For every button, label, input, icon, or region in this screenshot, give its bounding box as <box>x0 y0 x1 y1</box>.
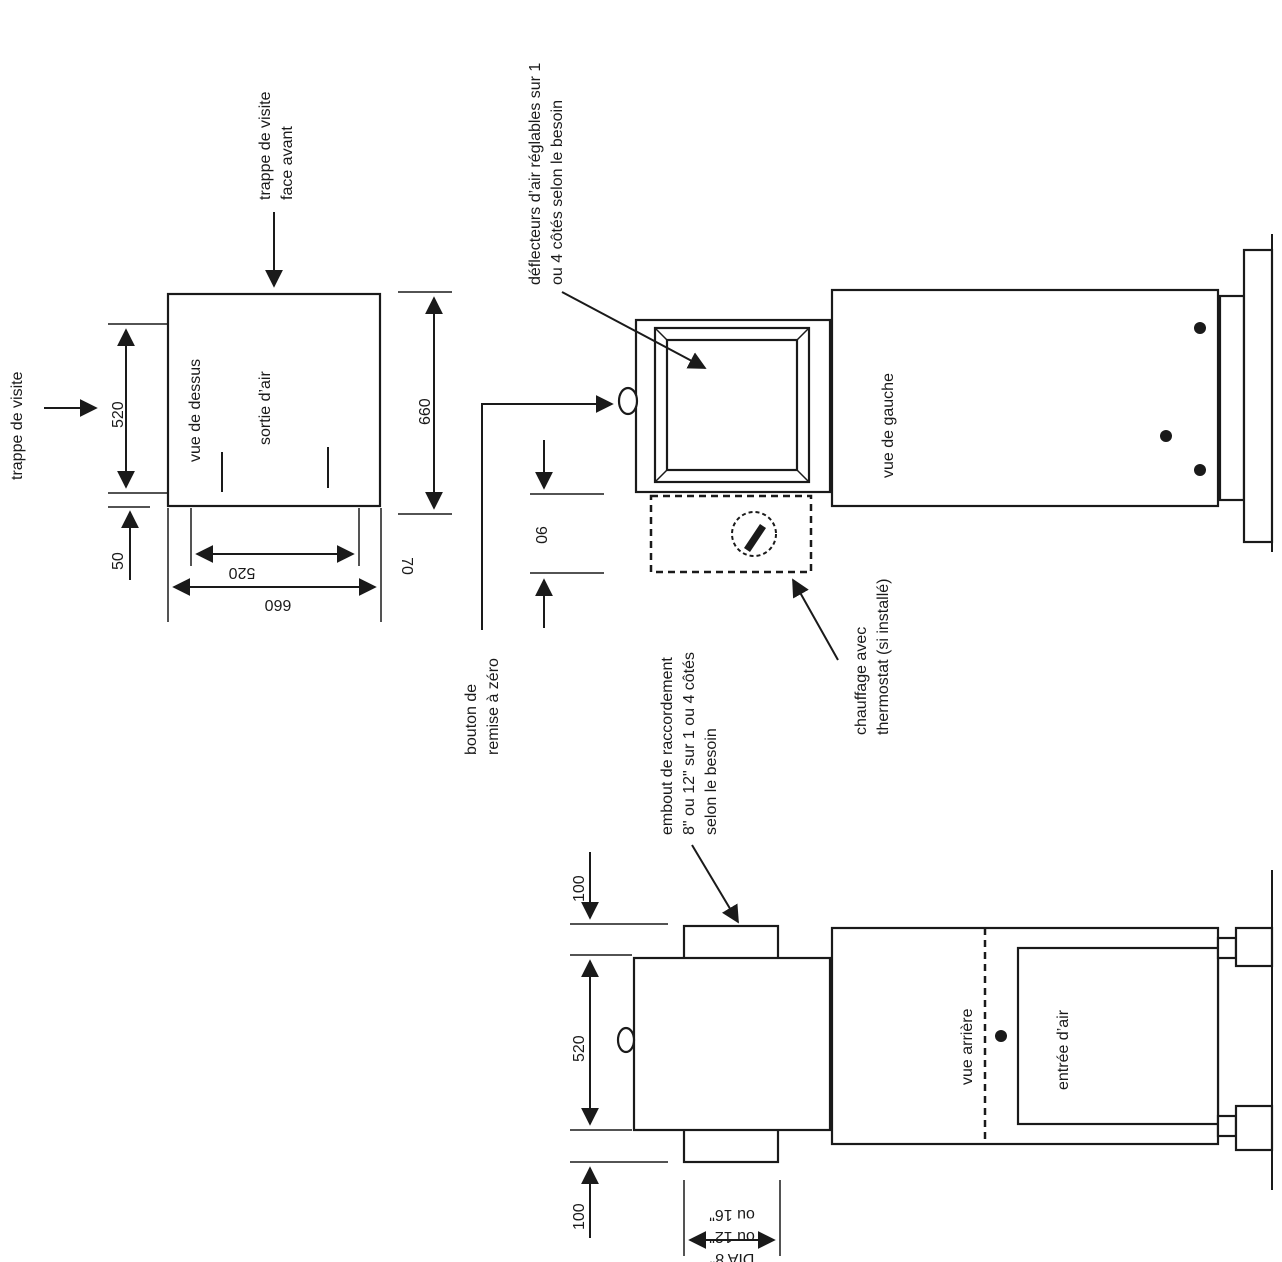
air-inlet-panel <box>1016 946 1220 1126</box>
spigot-label-2: 8" ou 12" sur 1 ou 4 côtés <box>681 652 698 835</box>
reset-label-2: remise à zéro <box>485 658 502 755</box>
dia-label-3: ou 16" <box>709 1206 755 1223</box>
rear-foot-top <box>1234 926 1274 968</box>
left-view-body <box>830 288 1220 508</box>
spigot-bottom <box>682 1126 780 1164</box>
air-outlet-label: sortie d’air <box>257 371 274 445</box>
rear-foot-bottom-small <box>1216 1114 1238 1138</box>
deflector-label-1: déflecteurs d’air réglables sur 1 <box>527 63 544 285</box>
rear-view-head <box>632 956 832 1132</box>
thermostat-dial <box>731 511 777 557</box>
heater-label-2: thermostat (si installé) <box>875 579 892 736</box>
spigot-leader <box>691 844 739 924</box>
dim-660: 660 <box>417 398 434 425</box>
reset-leader <box>481 395 614 630</box>
bevel <box>654 327 668 341</box>
top-view-body <box>166 292 382 508</box>
thermostat-icon <box>744 524 766 552</box>
bevel <box>796 469 810 483</box>
spigot-label-3: selon le besoin <box>703 728 720 835</box>
rear-bolt <box>995 1030 1007 1042</box>
dia-label-2: ou 12" <box>709 1228 755 1245</box>
left-view-plinth <box>1218 294 1246 502</box>
reset-button-knob <box>617 386 639 416</box>
dim-outer-660: 660 <box>265 596 292 613</box>
reset-label-1: bouton de <box>463 684 480 755</box>
air-inlet-label: entrée d’air <box>1055 1009 1072 1090</box>
top-view: vue de dessus sortie d’air trappe de vis… <box>9 91 452 622</box>
fixing-bolt <box>1160 430 1172 442</box>
rear-foot-top-small <box>1216 936 1238 960</box>
rear-view-label: vue arrière <box>959 1008 976 1085</box>
dim-100-top: 100 <box>571 875 588 902</box>
bevel <box>654 469 668 483</box>
rear-view: vue arrière entrée d’air embout de racco… <box>570 652 1274 1262</box>
dim-100-bottom: 100 <box>571 1203 588 1230</box>
dim-70: 70 <box>398 557 415 575</box>
front-access-label-2: face avant <box>279 126 296 200</box>
rear-foot-bottom <box>1234 1104 1274 1152</box>
spigot-label-1: embout de raccordement <box>659 657 676 835</box>
dim-520: 520 <box>571 1035 588 1062</box>
dim-90: 90 <box>532 526 549 544</box>
spigot-top <box>682 924 780 962</box>
side-access-label: trappe de visite <box>9 371 26 480</box>
deflector-label-2: ou 4 côtés selon le besoin <box>549 100 566 285</box>
heater-leader <box>792 578 839 661</box>
top-view-label: vue de dessus <box>187 359 204 462</box>
left-view: vue de gauche déflecteurs d’air réglable… <box>463 63 1274 755</box>
dim-520: 520 <box>110 401 127 428</box>
dia-label-1: DIA 8" <box>710 1250 755 1262</box>
left-view-base <box>1242 248 1274 544</box>
heater-box <box>649 494 813 574</box>
fixing-bolt <box>1194 464 1206 476</box>
heater-label-1: chauffage avec <box>853 627 870 735</box>
bevel <box>796 327 810 341</box>
rear-reset-knob <box>616 1026 636 1054</box>
deflector-leader <box>561 291 707 369</box>
left-view-label: vue de gauche <box>880 373 897 478</box>
dim-inner-520: 520 <box>229 564 256 581</box>
deflector-frame-inner <box>665 338 799 472</box>
front-access-label-1: trappe de visite <box>257 91 274 200</box>
dim-50: 50 <box>110 552 127 570</box>
fixing-bolt <box>1194 322 1206 334</box>
